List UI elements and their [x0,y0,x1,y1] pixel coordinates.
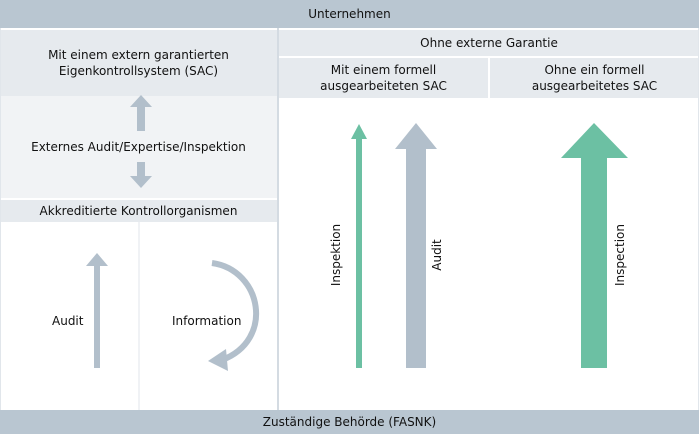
inspektion-green-arrow-icon [351,124,367,368]
right-header: Ohne externe Garantie [279,30,699,56]
left-header-label: Mit einem extern garantierten Eigenkontr… [48,47,229,78]
accredited-bar: Akkreditierte Kontrollorganismen [0,200,277,222]
unternehmen-bar: Unternehmen [0,0,699,28]
inspektion-vertical-label: Inspektion [329,223,343,287]
inspection-vertical-label: Inspection [613,224,627,286]
audit-vertical-label: Audit [430,239,444,271]
behoerde-bar: Zuständige Behörde (FASNK) [0,410,699,434]
column-formal-sac: Mit einem formell ausgearbeiteten SAC [279,58,488,98]
external-audit-label: Externes Audit/Expertise/Inspektion [31,140,246,154]
behoerde-label: Zuständige Behörde (FASNK) [262,414,437,429]
accredited-label: Akkreditierte Kontrollorganismen [39,203,238,218]
column-informal-sac: Ohne ein formell ausgearbeitetes SAC [490,58,699,98]
unternehmen-label: Unternehmen [308,6,391,21]
audit-label-left: Audit [52,314,84,328]
left-header: Mit einem extern garantierten Eigenkontr… [0,30,277,96]
right-header-label: Ohne externe Garantie [420,35,558,50]
column-formal-label: Mit einem formell ausgearbeiteten SAC [320,62,447,93]
audit-up-arrow-icon [86,253,108,368]
column-informal-label: Ohne ein formell ausgearbeitetes SAC [531,62,658,93]
information-label: Information [172,314,242,328]
